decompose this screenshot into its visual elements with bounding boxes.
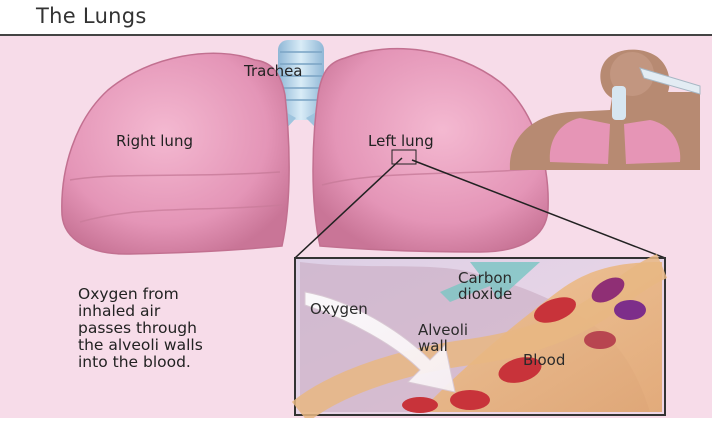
left-lung-label: Left lung [368, 132, 434, 150]
oxygen-label: Oxygen [310, 301, 368, 317]
right-lung-shape [62, 53, 289, 254]
title-bar: The Lungs [0, 0, 712, 36]
trachea-label: Trachea [244, 62, 303, 80]
alveoli-wall-label: Alveoli wall [418, 322, 468, 354]
blood-label: Blood [523, 352, 565, 368]
right-lung-label: Right lung [116, 132, 193, 150]
caption-text: Oxygen from inhaled air passes through t… [78, 286, 298, 371]
page-title: The Lungs [36, 4, 147, 28]
torso-figure [510, 50, 700, 170]
bottom-margin [0, 418, 712, 430]
carbon-dioxide-label: Carbon dioxide [458, 270, 512, 302]
